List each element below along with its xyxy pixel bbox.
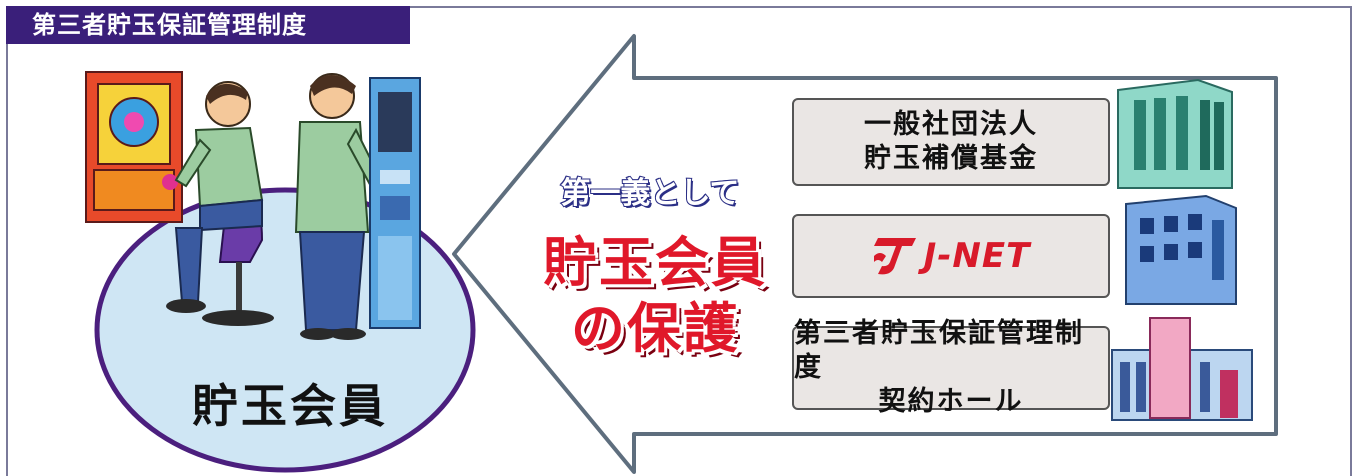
jnet-logo-mark-icon: [873, 238, 916, 275]
member-label: 貯玉会員: [192, 379, 388, 433]
building-icon-jnet: [1125, 194, 1237, 305]
org-hall-line2: 契約ホール: [878, 386, 1024, 417]
org-hall-line1: 第三者貯玉保証管理制度: [794, 318, 1084, 383]
org-fund-line2: 貯玉補償基金: [864, 143, 1038, 174]
org-box-hall: 第三者貯玉保証管理制度 契約ホール: [792, 318, 1110, 417]
pachinko-machine-illustration: [85, 71, 183, 223]
slogan-subtitle: 第一義として: [559, 175, 740, 212]
slogan-main-line1: 貯玉会員: [543, 231, 767, 294]
building-icon-hall: [1111, 317, 1253, 421]
jnet-logo: J-NET: [872, 234, 1031, 278]
standing-member-illustration: [294, 73, 386, 340]
org-box-fund: 一般社団法人 貯玉補償基金: [792, 98, 1110, 186]
org-box-jnet: J-NET: [792, 214, 1110, 298]
building-icon-fund: [1117, 78, 1233, 189]
deposit-terminal-illustration: [369, 77, 421, 329]
header-title: 第三者貯玉保証管理制度: [6, 6, 410, 44]
jnet-logo-text: J-NET: [923, 236, 1031, 276]
seated-member-illustration: [166, 81, 264, 313]
org-fund-line1: 一般社団法人: [864, 109, 1038, 140]
slogan-main-line2: の保護: [571, 297, 739, 360]
